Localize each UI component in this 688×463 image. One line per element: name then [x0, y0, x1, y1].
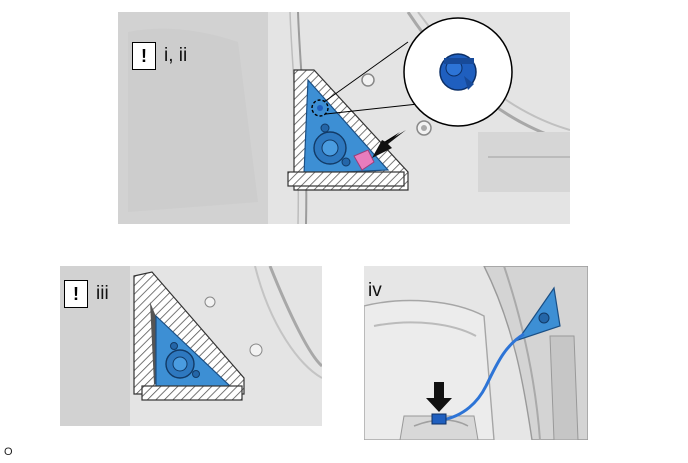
- arrow-icon: [372, 130, 406, 158]
- arrow-icon: [426, 382, 452, 412]
- door-corner-drawing-step-iii: [60, 266, 322, 426]
- door-corner-drawing: [118, 12, 570, 224]
- step-label: iii: [96, 283, 109, 304]
- bottom-right-illustration: iv: [364, 266, 588, 440]
- connector: [431, 413, 447, 425]
- figure-code: O: [4, 446, 13, 458]
- adhesive-pad: [353, 149, 375, 171]
- triangle-cover-part: [516, 286, 561, 342]
- top-illustration: ! i, ii: [118, 12, 570, 224]
- harness-cable: [441, 332, 525, 422]
- clip-location-marker: [311, 99, 329, 117]
- step-label: i, ii: [164, 45, 188, 66]
- caution-icon: !: [64, 280, 88, 308]
- step-label: iv: [368, 280, 382, 301]
- bottom-left-illustration: ! iii: [60, 266, 322, 426]
- caution-icon: !: [132, 42, 156, 70]
- cable-routing-drawing: [364, 266, 588, 440]
